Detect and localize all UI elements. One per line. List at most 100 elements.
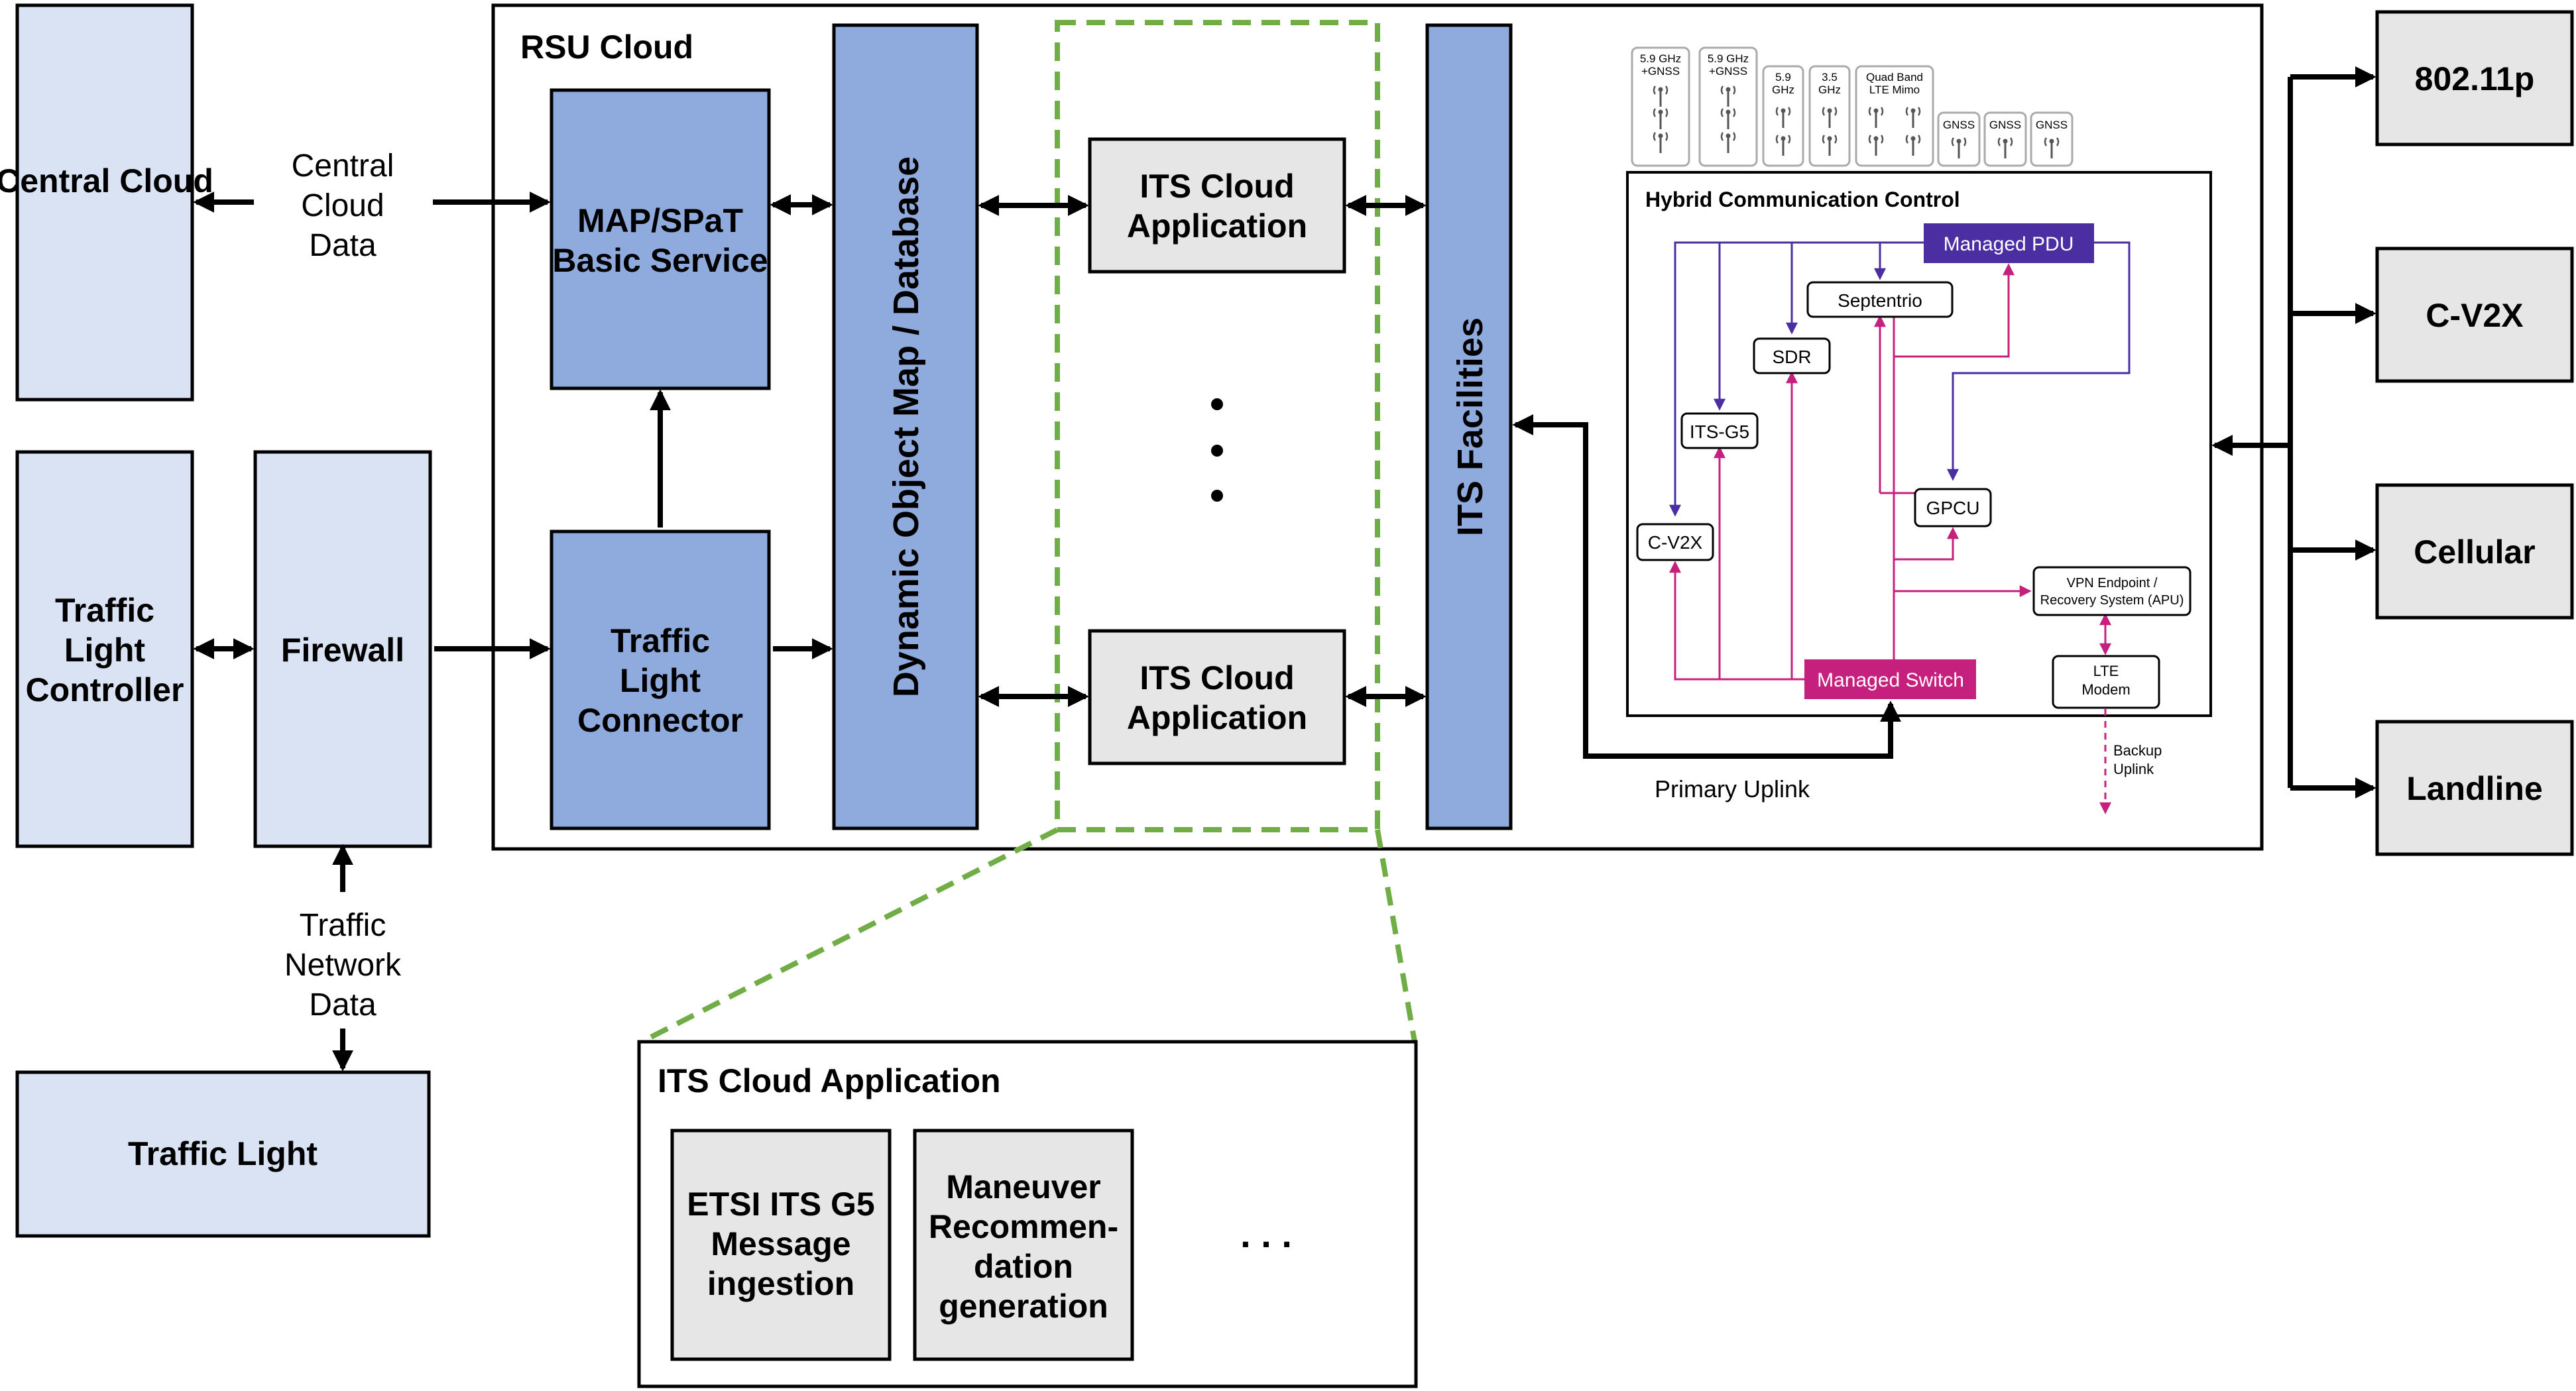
its-facilities-box: ITS Facilities	[1425, 23, 1513, 830]
map-spat-box: MAP/SPaT Basic Service	[550, 88, 771, 390]
septentrio-node: Septentrio	[1806, 281, 1954, 318]
its-cloud-app-box-top: ITS Cloud Application	[1088, 137, 1346, 274]
svg-text:MAP/SPaT: MAP/SPaT	[577, 202, 743, 239]
rsu-cloud-container: RSU Cloud	[491, 3, 2264, 851]
svg-text:Recommen-: Recommen-	[929, 1208, 1118, 1245]
dynamic-map-label: Dynamic Object Map / Database	[886, 156, 926, 697]
svg-text:802.11p: 802.11p	[2415, 60, 2535, 97]
svg-text:Backup: Backup	[2113, 742, 2162, 759]
vertical-ellipsis	[1211, 398, 1223, 502]
right-box-c-v2x: C-V2X	[2375, 247, 2574, 383]
svg-text:5.9 GHz: 5.9 GHz	[1640, 52, 1681, 65]
controller-line-2: Light	[64, 632, 146, 669]
svg-text:Recovery System (APU): Recovery System (APU)	[2040, 593, 2184, 608]
svg-text:Modem: Modem	[2081, 681, 2130, 698]
svg-text:LTE: LTE	[2093, 663, 2119, 679]
svg-text:GNSS: GNSS	[1989, 119, 2021, 131]
svg-text:Septentrio: Septentrio	[1838, 290, 1922, 311]
sdr-node: SDR	[1753, 337, 1831, 374]
svg-text:5.9 GHz: 5.9 GHz	[1708, 52, 1749, 65]
its-g5-node: ITS-G5	[1680, 412, 1759, 449]
managed-pdu: Managed PDU	[1924, 223, 2094, 263]
antenna-card-7: GNSS	[1983, 111, 2027, 167]
svg-text:C-V2X: C-V2X	[1648, 532, 1703, 553]
controller-line-3: Controller	[26, 671, 184, 708]
right-box-cellular: Cellular	[2375, 483, 2574, 620]
svg-text:GPCU: GPCU	[1926, 498, 1980, 518]
traffic-light-controller-box: Traffic Light Controller	[15, 450, 194, 848]
svg-text:Basic Service: Basic Service	[552, 242, 768, 279]
svg-text:VPN Endpoint /: VPN Endpoint /	[2067, 576, 2158, 590]
traffic-light-box: Traffic Light	[15, 1070, 431, 1238]
antenna-card-5: Quad Band LTE Mimo	[1855, 65, 1934, 167]
svg-text:Maneuver: Maneuver	[946, 1168, 1100, 1205]
controller-line-1: Traffic	[55, 592, 154, 629]
backup-uplink-label: Backup Uplink	[2113, 742, 2162, 777]
antenna-strip: 5.9 GHz +GNSS 5.9 GHz +GNSS 5.9 GHz 3.5 …	[1631, 46, 2074, 167]
its-facilities-label: ITS Facilities	[1450, 317, 1490, 536]
svg-text:+GNSS: +GNSS	[1709, 65, 1747, 78]
lte-modem-node: LTE Modem	[2052, 655, 2160, 709]
svg-text:dation: dation	[974, 1248, 1073, 1285]
antenna-card-3: 5.9 GHz	[1762, 65, 1804, 167]
right-box-802-11p: 802.11p	[2375, 10, 2574, 146]
rsu-cloud-title: RSU Cloud	[520, 28, 693, 66]
svg-text:+GNSS: +GNSS	[1641, 65, 1680, 78]
svg-text:Traffic: Traffic	[300, 908, 386, 943]
detail-title: ITS Cloud Application	[658, 1062, 1001, 1099]
dynamic-object-map-box: Dynamic Object Map / Database	[832, 23, 979, 830]
svg-text:ITS Cloud: ITS Cloud	[1140, 168, 1294, 205]
svg-text:3.5: 3.5	[1822, 71, 1838, 83]
central-cloud-data-label: Central Cloud Data	[292, 148, 394, 263]
svg-text:ITS Cloud: ITS Cloud	[1140, 659, 1294, 696]
svg-text:Network: Network	[284, 948, 402, 983]
c-v2x-node: C-V2X	[1636, 523, 1714, 561]
detail-zoom-lines	[640, 827, 1417, 1044]
svg-text:Cloud: Cloud	[301, 188, 384, 223]
svg-text:GHz: GHz	[1818, 83, 1841, 96]
svg-text:GNSS: GNSS	[2036, 119, 2068, 131]
right-box-landline: Landline	[2375, 720, 2574, 856]
svg-text:Message: Message	[711, 1225, 850, 1262]
gpcu-node: GPCU	[1914, 488, 1992, 528]
svg-text:GHz: GHz	[1772, 83, 1794, 96]
antenna-card-1: 5.9 GHz +GNSS	[1631, 46, 1690, 167]
svg-text:generation: generation	[939, 1288, 1108, 1325]
firewall-box: Firewall	[253, 450, 432, 848]
vpn-endpoint-node: VPN Endpoint / Recovery System (APU)	[2032, 566, 2192, 616]
its-apps-dashed-container	[1055, 20, 1380, 832]
svg-text:Landline: Landline	[2406, 770, 2543, 807]
svg-text:Data: Data	[309, 228, 377, 263]
traffic-network-data-label: Traffic Network Data	[284, 908, 402, 1023]
etsi-its-g5-ingestion-box: ETSI ITS G5 Message ingestion	[670, 1129, 892, 1361]
svg-text:SDR: SDR	[1772, 347, 1811, 367]
svg-text:ITS-G5: ITS-G5	[1690, 421, 1749, 442]
svg-text:Light: Light	[620, 662, 701, 699]
traffic-light-label: Traffic Light	[128, 1135, 318, 1172]
svg-text:GNSS: GNSS	[1943, 119, 1975, 131]
antenna-card-4: 3.5 GHz	[1808, 65, 1851, 167]
svg-text:Cellular: Cellular	[2414, 533, 2535, 571]
svg-text:ingestion: ingestion	[707, 1265, 854, 1302]
svg-text:Application: Application	[1127, 207, 1307, 245]
svg-text:Managed PDU: Managed PDU	[1944, 233, 2074, 255]
svg-text:Application: Application	[1127, 699, 1307, 736]
svg-text:5.9: 5.9	[1775, 71, 1791, 83]
svg-text:C-V2X: C-V2X	[2426, 297, 2523, 334]
svg-text:Connector: Connector	[577, 702, 743, 739]
connector-arrows	[193, 66, 2376, 1072]
svg-text:LTE Mimo: LTE Mimo	[1869, 83, 1920, 96]
traffic-light-connector-box: Traffic Light Connector	[550, 529, 771, 830]
managed-switch: Managed Switch	[1804, 659, 1976, 699]
its-cloud-app-box-bottom: ITS Cloud Application	[1088, 629, 1346, 765]
svg-text:Uplink: Uplink	[2113, 761, 2154, 777]
svg-text:Quad Band: Quad Band	[1866, 71, 1923, 83]
svg-text:ETSI ITS G5: ETSI ITS G5	[687, 1186, 874, 1223]
maneuver-recommendation-box: Maneuver Recommen- dation generation	[913, 1129, 1134, 1361]
detail-ellipsis: . . .	[1240, 1213, 1292, 1255]
svg-text:Central: Central	[292, 148, 394, 184]
svg-text:Traffic: Traffic	[611, 622, 710, 659]
central-cloud-box: Central Cloud	[0, 3, 213, 402]
firewall-label: Firewall	[281, 632, 404, 669]
primary-uplink-label: Primary Uplink	[1655, 775, 1810, 803]
